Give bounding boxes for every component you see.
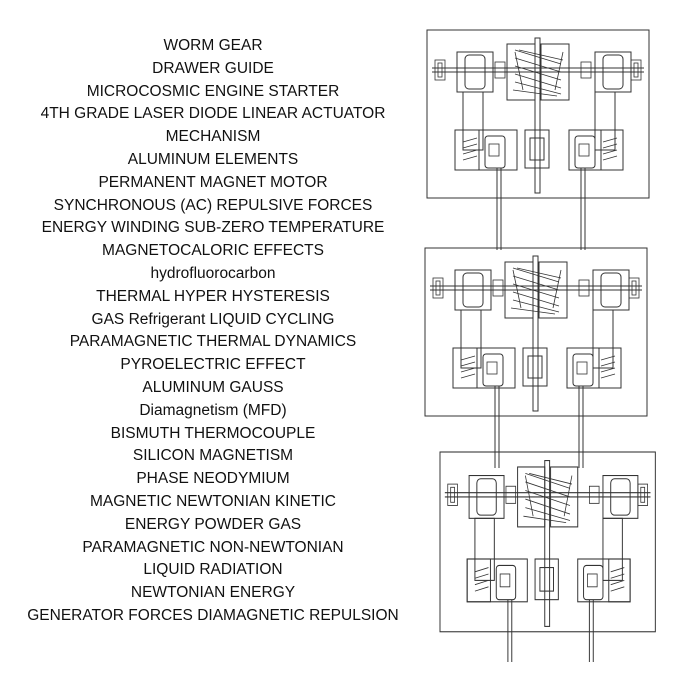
mechanism-unit-top xyxy=(426,29,650,251)
label-item: Diamagnetism (MFD) xyxy=(139,401,287,419)
label-item: PYROELECTRIC EFFECT xyxy=(120,356,306,374)
label-item: SYNCHRONOUS (AC) REPULSIVE FORCES xyxy=(53,196,373,214)
label-item: hydrofluorocarbon xyxy=(150,264,276,282)
label-item: ALUMINUM ELEMENTS xyxy=(127,150,299,168)
label-item: GENERATOR FORCES DIAMAGNETIC REPULSION xyxy=(27,606,399,624)
label-item: 4TH GRADE LASER DIODE LINEAR ACTUATOR xyxy=(40,105,386,123)
label-item: LIQUID RADIATION xyxy=(143,561,283,579)
label-item: MICROCOSMIC ENGINE STARTER xyxy=(86,82,340,100)
label-item: GAS Refrigerant LIQUID CYCLING xyxy=(91,310,335,328)
label-item: WORM GEAR xyxy=(163,37,263,54)
label-list: WORM GEAR DRAWER GUIDE MICROCOSMIC ENGINE … xyxy=(10,35,416,628)
label-item: THERMAL HYPER HYSTERESIS xyxy=(96,287,330,305)
label-item: PARAMAGNETIC THERMAL DYNAMICS xyxy=(69,333,357,351)
label-item: BISMUTH THERMOCOUPLE xyxy=(110,424,316,442)
label-item: ALUMINUM GAUSS xyxy=(142,378,284,396)
label-item: SILICON MAGNETISM xyxy=(132,447,294,465)
label-item: MAGNETIC NEWTONIAN KINETIC xyxy=(89,492,336,510)
label-item: MAGNETOCALORIC EFFECTS xyxy=(102,242,324,260)
mechanism-unit-bottom xyxy=(439,451,656,688)
label-item: NEWTONIAN ENERGY xyxy=(130,584,296,602)
mechanism-unit-middle xyxy=(424,247,648,469)
label-item: ENERGY POWDER GAS xyxy=(124,515,302,533)
label-item: MECHANISM xyxy=(165,128,261,146)
label-item: PHASE NEODYMIUM xyxy=(136,470,290,488)
label-item: ENERGY WINDING SUB-ZERO TEMPERATURE xyxy=(41,219,385,237)
label-item: DRAWER GUIDE xyxy=(152,59,274,77)
label-item: PERMANENT MAGNET MOTOR xyxy=(98,173,328,191)
label-item: PARAMAGNETIC NON-NEWTONIAN xyxy=(82,538,344,556)
